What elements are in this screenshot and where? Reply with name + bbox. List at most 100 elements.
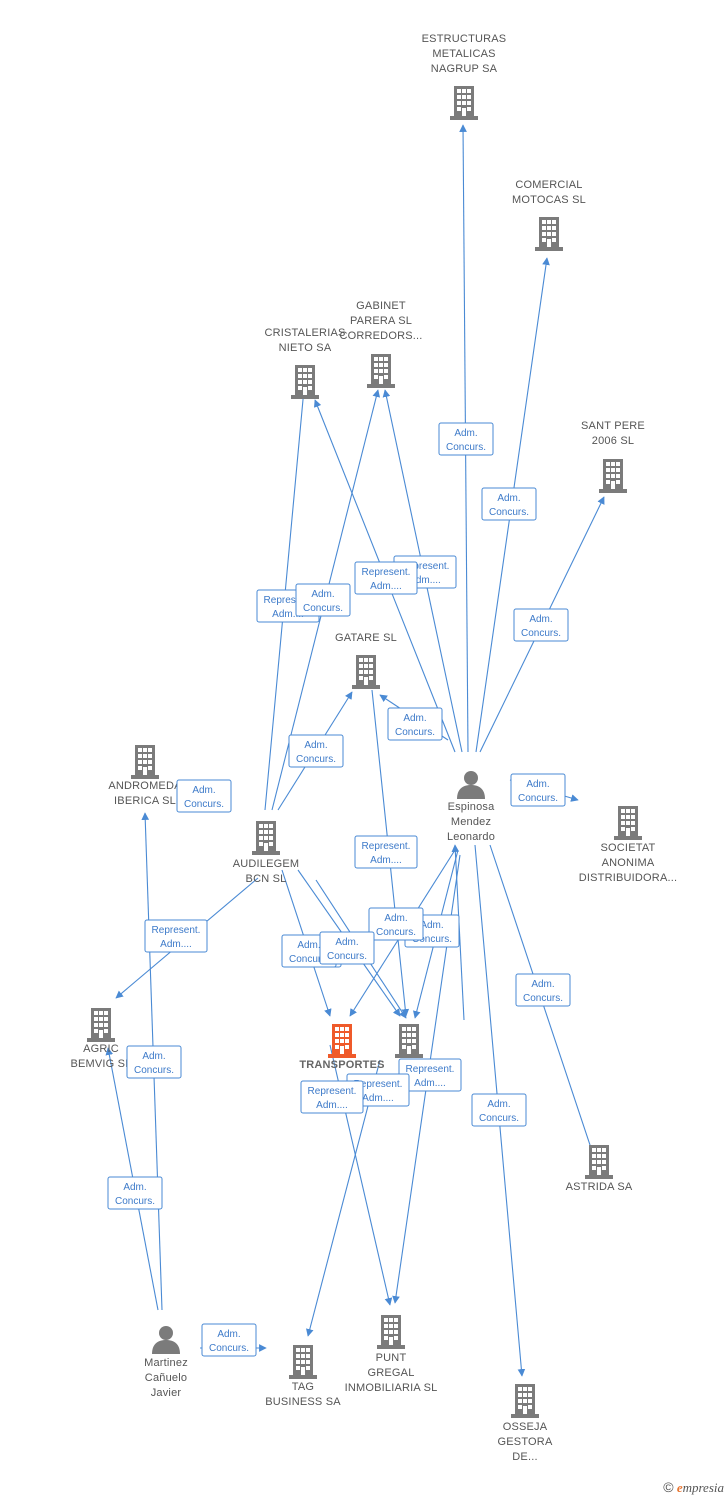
edge-label[interactable]: Adm.Concurs. <box>201 1323 257 1357</box>
edge-label-box <box>354 835 418 869</box>
edge-label-text: Adm.... <box>370 581 402 592</box>
node-label: Espinosa <box>448 801 496 813</box>
edge-label-box <box>144 919 208 953</box>
building-icon <box>328 1024 356 1058</box>
edge-label-box <box>513 608 569 642</box>
building-icon <box>131 745 159 779</box>
node-label: BCN SL <box>246 873 287 885</box>
node-label: NIETO SA <box>279 342 332 354</box>
node-label: CRISTALERIAS <box>264 327 345 339</box>
edge-label-text: Represent. <box>308 1086 357 1097</box>
node-osseja[interactable]: OSSEJAGESTORADE... <box>498 1384 553 1463</box>
edge-label-text: Adm. <box>420 920 443 931</box>
edge-label[interactable]: Adm.Concurs. <box>510 773 566 807</box>
building-icon <box>367 354 395 388</box>
edge-label-text: Concurs. <box>303 603 343 614</box>
node-societat[interactable]: SOCIETATANONIMADISTRIBUIDORA... <box>579 806 678 884</box>
node-label: AUDILEGEM <box>233 858 300 870</box>
edge-label[interactable]: Adm.Concurs. <box>438 422 494 456</box>
edge-label-text: Represent. <box>401 561 450 572</box>
edge-label[interactable]: Adm. Concurs. <box>295 583 351 617</box>
edge-label-text: Adm.... <box>414 1078 446 1089</box>
node-label: NAGRUP SA <box>431 63 498 75</box>
building-icon <box>352 655 380 689</box>
edge-label-text: Concurs. <box>134 1065 174 1076</box>
edge-label-text: Adm. <box>142 1051 165 1062</box>
edge-label-text: Concurs. <box>209 1343 249 1354</box>
edge-label-text: Adm. <box>487 1099 510 1110</box>
node-gatare[interactable]: GATARE SL <box>335 632 397 689</box>
edge-label[interactable]: Adm.Concurs. <box>319 931 375 965</box>
edges-layer <box>105 124 605 1377</box>
edge-label-text: Concurs. <box>296 754 336 765</box>
node-label: Martinez <box>144 1357 188 1369</box>
edge-label[interactable]: Represent.Adm.... <box>354 835 418 869</box>
copyright-symbol: © <box>663 1479 674 1495</box>
edge-label[interactable]: Adm.Concurs. <box>288 734 344 768</box>
node-cristaleria[interactable]: CRISTALERIAS NIETO SA <box>264 327 345 399</box>
node-label: ANDROMEDA <box>108 780 182 792</box>
edge-label-text: Adm. <box>335 937 358 948</box>
edge-label[interactable]: Represent. Adm.... <box>300 1080 364 1114</box>
edge-label[interactable]: Adm.Concurs. <box>176 779 232 813</box>
edge-label[interactable]: Adm. Concurs. <box>126 1045 182 1079</box>
node-label: GESTORA <box>498 1436 553 1448</box>
node-label: DISTRIBUIDORA... <box>579 872 678 884</box>
node-audilegem[interactable]: AUDILEGEM BCN SL <box>233 821 300 885</box>
node-label: OSSEJA <box>503 1421 548 1433</box>
edge-label[interactable]: Adm.Concurs. <box>471 1093 527 1127</box>
edge-label-text: Concurs. <box>184 799 224 810</box>
edge-label-text: Adm.... <box>409 575 441 586</box>
edge-label-box <box>107 1176 163 1210</box>
edge-label-text: Concurs. <box>395 727 435 738</box>
node-label: PUNT <box>376 1352 407 1364</box>
node-label: ASTRIDA SA <box>566 1181 633 1193</box>
node-noname[interactable] <box>395 1024 423 1058</box>
edge-label-box <box>126 1045 182 1079</box>
building-icon <box>289 1345 317 1379</box>
edge-label-text: Concurs. <box>521 628 561 639</box>
edge-label-box <box>481 487 537 521</box>
edge-label[interactable]: Adm.Concurs. <box>107 1176 163 1210</box>
edge-label-text: Adm.... <box>370 855 402 866</box>
edge-label-text: Represent. <box>362 567 411 578</box>
building-icon <box>614 806 642 840</box>
edge-label-text: Adm. <box>311 589 334 600</box>
edge-label[interactable]: Adm.Concurs. <box>515 973 571 1007</box>
edge-label-text: Concurs. <box>412 934 452 945</box>
node-label: Mendez <box>451 816 491 828</box>
node-astrida[interactable]: ASTRIDA SA <box>566 1145 633 1193</box>
edge-label-text: Adm. <box>531 979 554 990</box>
person-icon <box>457 771 485 799</box>
edge-label[interactable]: Adm.Concurs. <box>387 707 443 741</box>
edge-label-text: Concurs. <box>115 1196 155 1207</box>
edge-label-text: Adm. <box>526 779 549 790</box>
building-icon <box>599 459 627 493</box>
edge-label[interactable]: Adm. Concurs. <box>481 487 537 521</box>
edge-label-text: Concurs. <box>489 507 529 518</box>
edge-label-text: Adm. <box>497 493 520 504</box>
building-icon <box>585 1145 613 1179</box>
edge-label[interactable]: Represent. Adm.... <box>354 561 418 595</box>
building-icon <box>395 1024 423 1058</box>
node-transportes[interactable]: TRANSPORTES <box>299 1024 384 1071</box>
edge-label-box <box>201 1323 257 1357</box>
edge-label[interactable]: Adm.Concurs. <box>368 907 424 941</box>
edge-label[interactable]: Adm.Concurs. <box>513 608 569 642</box>
edge-label-text: Adm.... <box>316 1100 348 1111</box>
edge-label-text: Adm. <box>384 913 407 924</box>
node-label: Javier <box>151 1387 182 1399</box>
node-label: INMOBILIARIA SL <box>345 1382 438 1394</box>
edge-label[interactable]: Represent.Adm.... <box>144 919 208 953</box>
